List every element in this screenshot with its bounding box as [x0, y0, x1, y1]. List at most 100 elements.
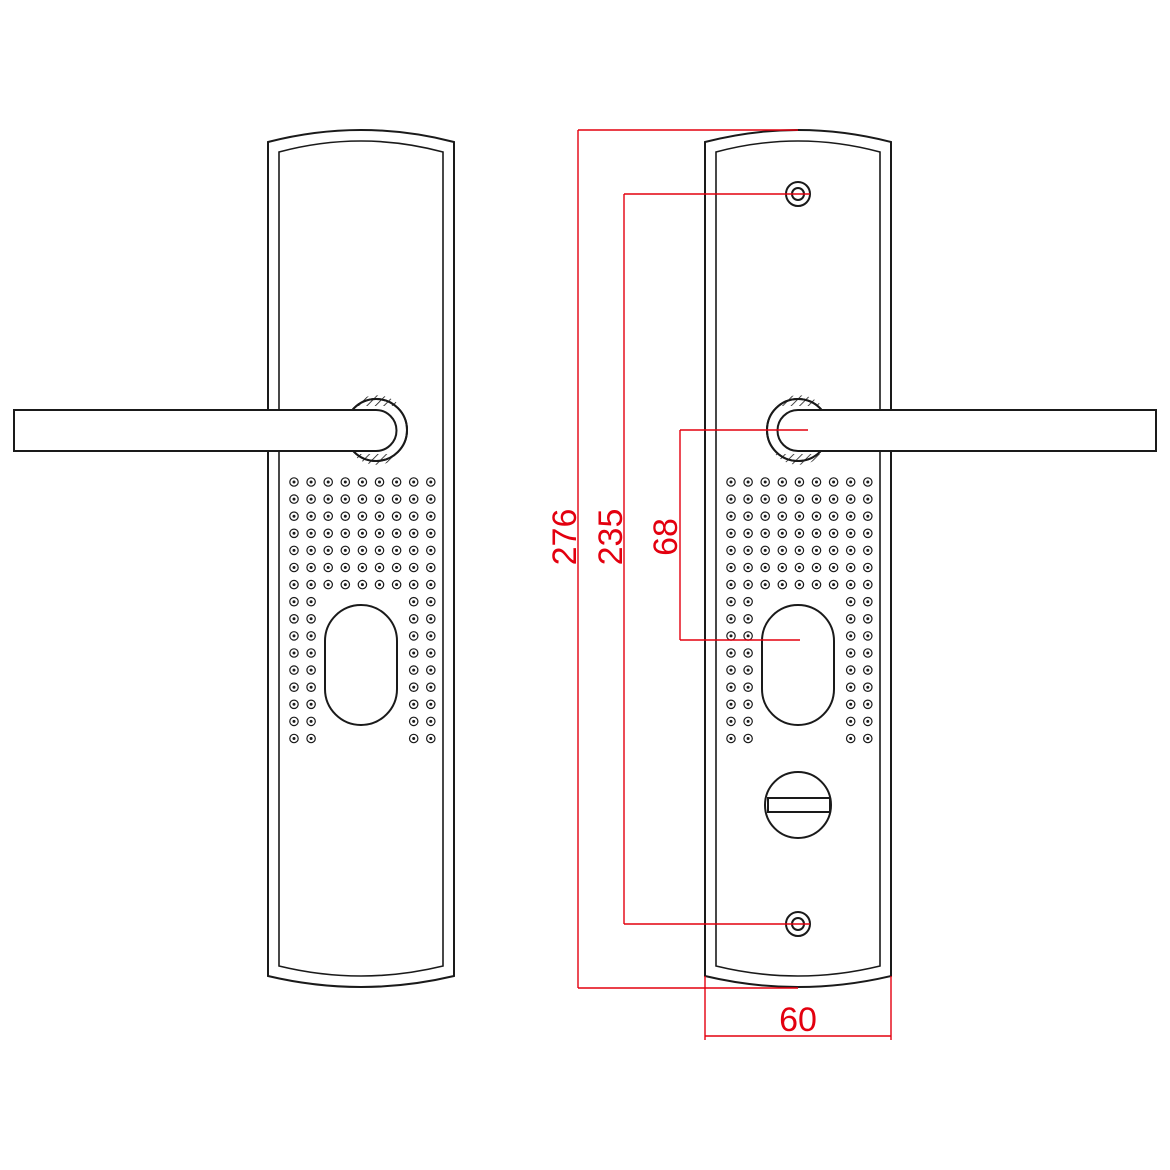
dot-mark-center	[429, 583, 433, 587]
dot-mark	[289, 528, 299, 539]
dimension-lines	[577, 129, 892, 1040]
dot-mark	[306, 511, 316, 521]
dot-mark-center	[866, 566, 870, 569]
dot-mark	[845, 613, 856, 624]
dot-mark	[340, 494, 351, 504]
dot-mark-center	[326, 548, 330, 552]
dot-mark-center	[780, 497, 784, 501]
dot-mark-center	[309, 617, 313, 621]
dot-mark-center	[763, 566, 767, 569]
dot-mark-center	[763, 497, 767, 501]
dot-mark	[425, 733, 436, 744]
dot-mark-center	[292, 617, 296, 621]
dot-mark-center	[360, 497, 364, 501]
dot-mark	[306, 665, 316, 675]
dot-mark-center	[412, 737, 416, 740]
dot-mark	[289, 562, 299, 573]
dot-mark	[340, 511, 351, 521]
dot-mark-center	[746, 702, 750, 706]
dot-mark	[289, 682, 299, 692]
left-lever-handle	[13, 409, 398, 452]
dot-mark-center	[849, 685, 853, 689]
dot-mark-center	[326, 514, 330, 518]
dot-mark-center	[866, 719, 870, 723]
dot-mark	[391, 545, 402, 556]
dot-mark-center	[849, 514, 853, 518]
dot-mark-center	[360, 531, 364, 535]
dot-mark	[760, 528, 770, 539]
left-dot-pattern	[289, 477, 436, 744]
dot-mark	[777, 477, 788, 487]
dot-mark	[289, 699, 299, 710]
dot-mark	[357, 562, 368, 573]
dot-mark	[425, 477, 436, 487]
dot-mark	[357, 511, 368, 521]
dot-mark	[726, 648, 736, 658]
dot-mark	[845, 528, 856, 539]
dot-mark	[862, 579, 873, 590]
dot-mark	[726, 579, 736, 590]
dot-mark-center	[292, 566, 296, 569]
dot-mark-center	[292, 514, 296, 518]
dot-mark	[811, 579, 822, 590]
dot-mark-center	[378, 531, 381, 535]
dot-mark	[743, 596, 753, 607]
dot-mark-center	[729, 719, 733, 723]
dot-mark-center	[849, 600, 853, 604]
dot-mark	[374, 511, 385, 521]
dot-mark-center	[849, 617, 853, 621]
dot-mark	[743, 579, 753, 590]
dot-mark	[845, 682, 856, 692]
dot-mark-center	[746, 617, 750, 621]
dot-mark	[289, 545, 299, 556]
dot-mark	[845, 562, 856, 573]
dot-mark-center	[292, 634, 296, 638]
dot-mark	[306, 494, 316, 504]
dot-mark	[845, 477, 856, 487]
dot-mark	[743, 682, 753, 692]
dot-mark-center	[395, 566, 399, 569]
dot-mark-center	[292, 702, 296, 706]
dot-mark-center	[343, 548, 347, 552]
dot-mark-center	[309, 719, 313, 723]
dot-mark-center	[309, 702, 313, 706]
dot-mark-center	[849, 702, 853, 706]
dot-mark-center	[429, 566, 433, 569]
dot-mark-center	[832, 531, 836, 535]
dot-mark-center	[309, 651, 313, 655]
dot-mark-center	[729, 737, 733, 740]
dot-mark-center	[797, 583, 801, 587]
dot-mark	[391, 579, 402, 590]
dot-mark	[289, 579, 299, 590]
dot-mark-center	[763, 548, 767, 552]
dot-mark-center	[797, 566, 801, 569]
dot-mark-center	[309, 685, 313, 689]
dot-mark-center	[326, 480, 330, 484]
dot-mark-center	[412, 719, 416, 723]
dot-mark-center	[746, 651, 750, 655]
dot-mark-center	[360, 583, 364, 587]
dot-mark-center	[815, 531, 818, 535]
dot-mark-center	[746, 514, 750, 518]
dot-mark	[811, 477, 822, 487]
dot-mark-center	[360, 548, 364, 552]
dot-mark-center	[746, 480, 750, 484]
dot-mark-center	[780, 566, 784, 569]
dot-mark	[777, 579, 788, 590]
dot-mark-center	[849, 531, 853, 535]
dot-mark	[306, 716, 316, 727]
dot-mark-center	[729, 583, 733, 587]
dot-mark	[408, 613, 419, 624]
dot-mark-center	[832, 480, 836, 484]
dot-mark-center	[815, 583, 818, 587]
dot-mark	[726, 613, 736, 624]
dot-mark	[357, 528, 368, 539]
dot-mark	[862, 528, 873, 539]
dot-mark	[289, 716, 299, 727]
dot-mark-center	[797, 531, 801, 535]
dot-mark-center	[832, 548, 836, 552]
dot-mark-center	[429, 548, 433, 552]
dot-mark-center	[326, 531, 330, 535]
dot-mark-center	[849, 651, 853, 655]
dot-mark	[794, 528, 805, 539]
